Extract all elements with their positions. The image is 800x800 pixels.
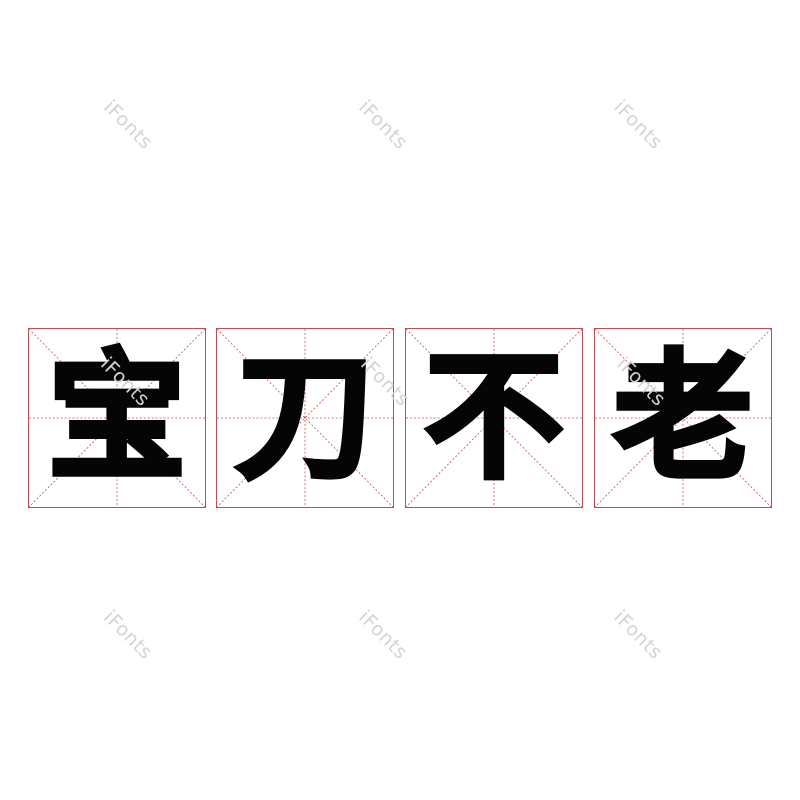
watermark-text: iFonts (354, 96, 412, 154)
character-cell: 老 (594, 328, 772, 508)
grid-guides (406, 329, 582, 507)
character-cell: 不 (405, 328, 583, 508)
character-cell: 刀 (216, 328, 394, 508)
watermark-text: iFonts (99, 606, 157, 664)
watermark-text: iFonts (609, 606, 667, 664)
watermark-text: iFonts (354, 606, 412, 664)
character-row: 宝 刀 不 老 (28, 328, 773, 510)
character-glyph: 宝 (45, 337, 188, 498)
character-glyph: 老 (611, 337, 754, 498)
watermark-text: iFonts (99, 96, 157, 154)
character-cell: 宝 (28, 328, 206, 508)
grid-guides (217, 329, 393, 507)
character-glyph: 不 (422, 337, 565, 498)
grid-guides (595, 329, 771, 507)
grid-guides (29, 329, 205, 507)
character-glyph: 刀 (233, 337, 376, 498)
watermark-text: iFonts (609, 96, 667, 154)
